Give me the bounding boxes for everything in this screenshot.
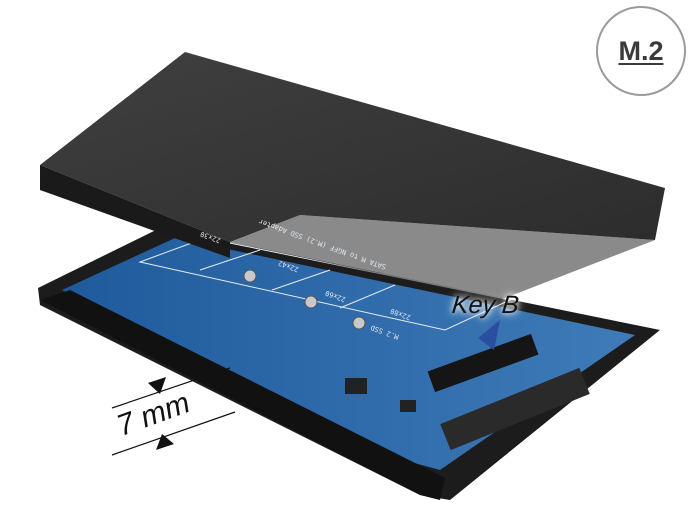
chip: [400, 400, 416, 412]
m2-badge: M.2: [596, 6, 686, 96]
cover-transparent-part: [230, 215, 655, 300]
cover-side-edge: [40, 165, 230, 258]
pcb-outline: [138, 237, 512, 331]
key-b-label: Key B: [450, 291, 521, 319]
sata-connector: [440, 367, 590, 451]
enclosure-cover: [40, 52, 665, 242]
mount-screw: [352, 316, 366, 330]
tray-front-rail: [40, 290, 445, 500]
arrow-up-icon: [156, 434, 174, 450]
mount-screw: [243, 269, 257, 283]
dimension-line: [111, 367, 231, 409]
arrow-down-icon: [148, 377, 166, 394]
badge-label: M.2: [618, 35, 664, 66]
key-pointer-icon: [478, 320, 500, 350]
m2-slot: [427, 333, 539, 393]
mount-screw: [304, 295, 318, 309]
dimension-line: [111, 411, 236, 456]
chip: [345, 378, 367, 394]
